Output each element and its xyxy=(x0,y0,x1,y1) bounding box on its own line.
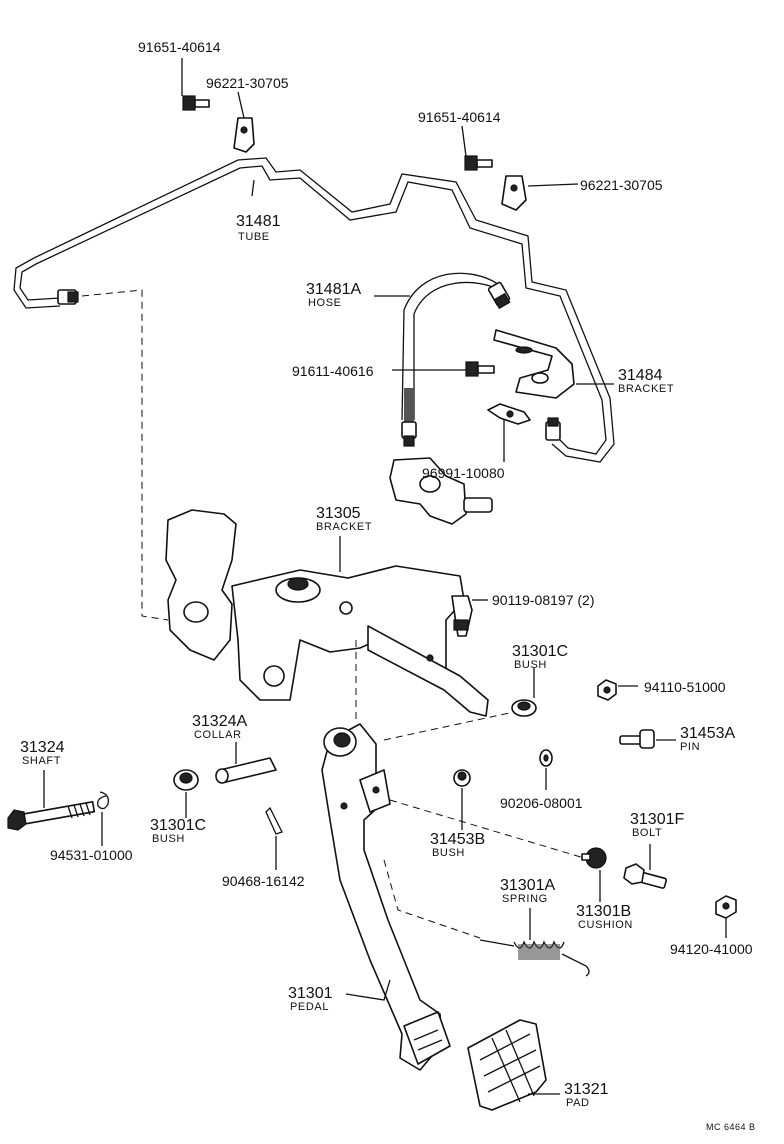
label-96221-30705-b: 96221-30705 xyxy=(580,177,663,193)
label-pin-name: PIN xyxy=(680,741,701,753)
label-91651-40614-b: 91651-40614 xyxy=(418,109,501,125)
label-pedal-number: 31301 xyxy=(288,985,333,1002)
label-spring-number: 31301A xyxy=(500,877,556,894)
label-bush-31301c-upper-name: BUSH xyxy=(514,659,547,671)
label-90206-08001: 90206-08001 xyxy=(500,795,583,811)
label-bush-31301c-lower-name: BUSH xyxy=(152,833,185,845)
label-pedal-name: PEDAL xyxy=(290,1001,330,1013)
label-collar-number: 31324A xyxy=(192,713,248,730)
dashed-line-bush-to-pedal xyxy=(383,711,515,741)
pin-31453a xyxy=(619,729,655,749)
nut-94110-51000 xyxy=(597,679,617,701)
hose-end-fitting-bottom xyxy=(401,421,417,447)
label-bracket-31484-name: BRACKET xyxy=(618,383,675,395)
dashed-line-tube-to-cylinder xyxy=(81,289,169,621)
bracket-31305 xyxy=(231,565,489,717)
clamp-96221-30705-left xyxy=(233,117,255,153)
clamp-96221-30705-right xyxy=(501,175,527,211)
label-96221-30705-a: 96221-30705 xyxy=(206,75,289,91)
spring-31301a xyxy=(479,939,590,977)
bush-31301c-upper xyxy=(511,699,537,717)
bracket-31484 xyxy=(493,329,575,399)
hose-braid xyxy=(404,388,414,422)
master-cylinder xyxy=(165,509,237,661)
label-pad-number: 31321 xyxy=(564,1081,609,1098)
label-91611-40616: 91611-40616 xyxy=(292,363,374,379)
bolt-90119-08197 xyxy=(451,595,473,637)
diagram-code: MC 6464 B xyxy=(706,1122,756,1132)
label-pin-number: 31453A xyxy=(680,725,736,742)
washer-90206-08001 xyxy=(539,749,553,767)
label-90119-08197: 90119-08197 (2) xyxy=(492,592,595,608)
label-bolt-number: 31301F xyxy=(630,811,685,828)
collar-31324a xyxy=(215,757,277,784)
bush-31453b xyxy=(453,769,471,787)
clutch-hose-outer xyxy=(413,281,505,420)
pad-31321 xyxy=(467,1019,547,1111)
cotter-pin-90468-16142 xyxy=(265,806,283,835)
bush-31301c-lower xyxy=(173,769,199,791)
label-91651-40614-a: 91651-40614 xyxy=(138,39,221,55)
label-94531-01000: 94531-01000 xyxy=(50,847,133,863)
cushion-31301b xyxy=(581,847,607,869)
dashed-line-pedal-to-spring xyxy=(383,859,481,939)
label-bush-31301c-upper-number: 31301C xyxy=(512,643,569,660)
label-bracket-31305-number: 31305 xyxy=(316,505,361,522)
label-hose-number: 31481A xyxy=(306,281,362,298)
label-bush-31453b-name: BUSH xyxy=(432,847,465,859)
clutch-tube xyxy=(19,165,607,455)
label-bush-31453b-number: 31453B xyxy=(430,831,486,848)
label-bush-31301c-lower-number: 31301C xyxy=(150,817,207,834)
bolt-91611-40616 xyxy=(465,361,495,377)
label-94120-41000: 94120-41000 xyxy=(670,941,753,957)
label-tube-name: TUBE xyxy=(238,231,270,243)
pedal-31301 xyxy=(321,723,451,1071)
dashed-line-pedal-to-cushion xyxy=(389,799,585,859)
label-96991-10080: 96991-10080 xyxy=(422,465,505,481)
label-shaft-number: 31324 xyxy=(20,739,65,756)
label-collar-name: COLLAR xyxy=(194,729,242,741)
clutch-tube-inner xyxy=(13,157,615,463)
tube-fitting-left xyxy=(57,289,79,305)
label-hose-name: HOSE xyxy=(308,297,342,309)
bolt-91651-40614-left xyxy=(182,95,210,111)
label-bolt-name: BOLT xyxy=(632,827,663,839)
clutch-hose xyxy=(401,272,499,421)
label-cushion-number: 31301B xyxy=(576,903,632,920)
label-tube-number: 31481 xyxy=(236,213,281,230)
label-bracket-31484-number: 31484 xyxy=(618,367,663,384)
hose-union-block xyxy=(389,457,493,525)
label-90468-16142: 90468-16142 xyxy=(222,873,305,889)
hose-end-fitting-top xyxy=(487,281,511,310)
label-shaft-name: SHAFT xyxy=(22,755,62,767)
tube-fitting-right xyxy=(545,417,561,441)
clip-94531-01000 xyxy=(97,791,109,810)
label-cushion-name: CUSHION xyxy=(578,919,633,931)
bolt-91651-40614-right xyxy=(464,155,493,171)
clip-96991-10080 xyxy=(487,403,531,425)
leader-lines xyxy=(43,58,727,1095)
label-spring-name: SPRING xyxy=(502,893,548,905)
label-bracket-31305-name: BRACKET xyxy=(316,521,373,533)
label-94110-51000: 94110-51000 xyxy=(644,679,726,695)
label-pad-name: PAD xyxy=(566,1097,590,1109)
nut-94120-41000 xyxy=(715,895,737,919)
shaft-31324 xyxy=(7,801,96,831)
bolt-31301f xyxy=(623,863,668,889)
